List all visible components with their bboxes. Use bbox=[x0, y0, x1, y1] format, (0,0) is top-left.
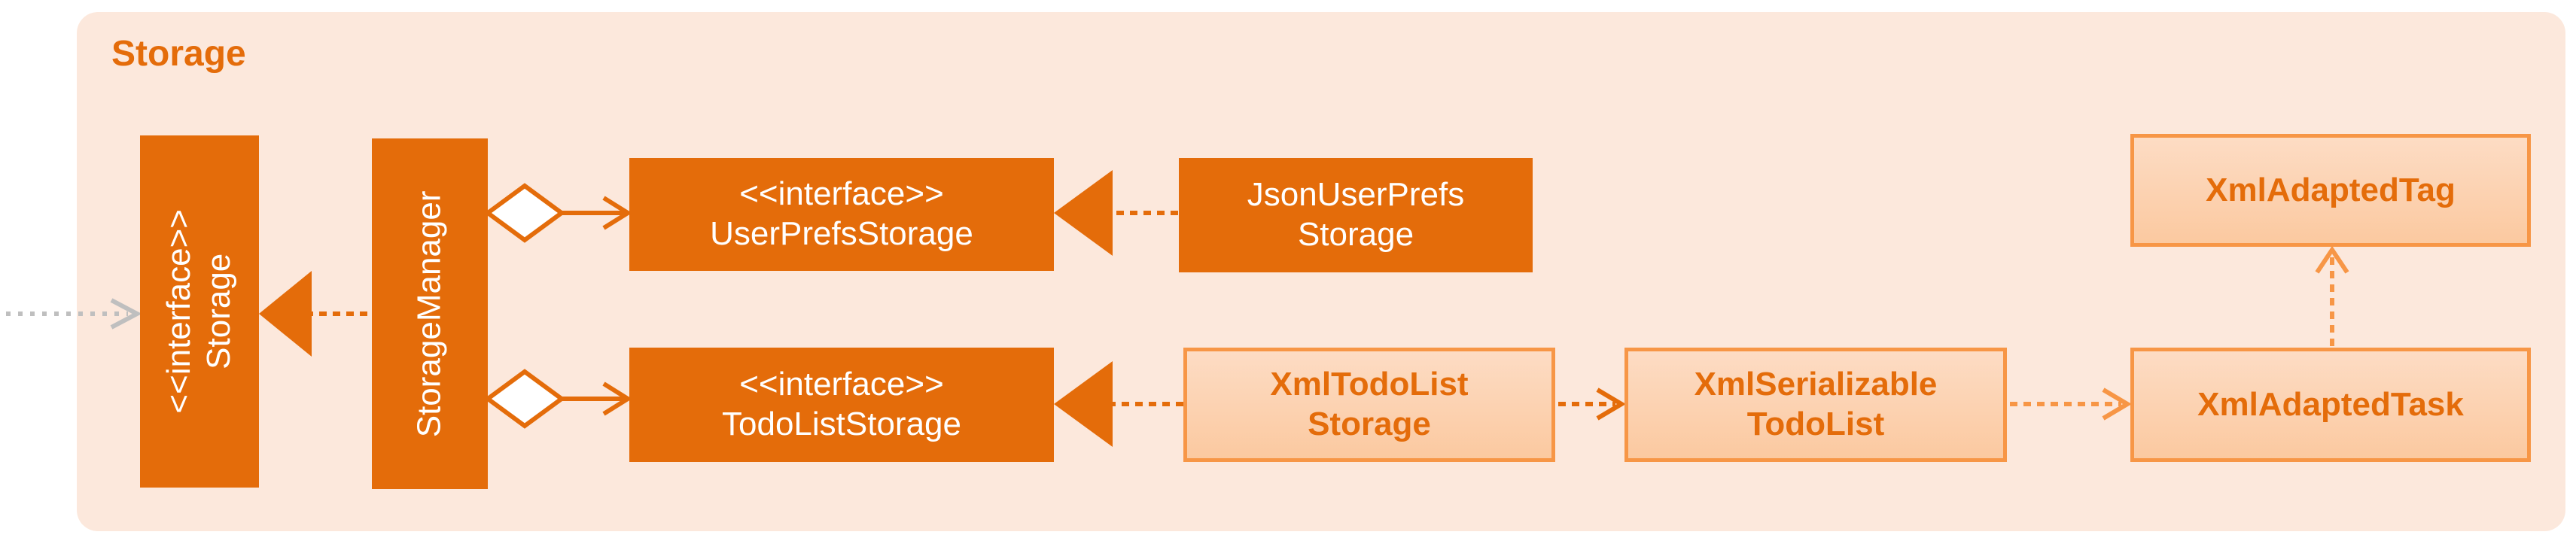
storage-interface-label: <<interface>> Storage bbox=[160, 209, 239, 414]
json-userprefs-line2: Storage bbox=[1297, 216, 1414, 253]
xml-serializable-label: XmlSerializable TodoList bbox=[1694, 365, 1938, 445]
storage-interface-box[interactable]: <<interface>> Storage bbox=[140, 135, 259, 488]
xml-serializable-line1: XmlSerializable bbox=[1694, 366, 1938, 403]
realization-json-to-userprefs bbox=[1054, 170, 1178, 256]
xml-adapted-tag-name: XmlAdaptedTag bbox=[2206, 171, 2456, 208]
external-dependency-arrow bbox=[6, 298, 142, 330]
dependency-serializable-to-task bbox=[2010, 387, 2132, 421]
dependency-task-to-tag bbox=[2315, 245, 2349, 346]
storage-stereotype: <<interface>> bbox=[160, 209, 198, 414]
xml-todolist-label: XmlTodoList Storage bbox=[1270, 365, 1468, 445]
aggregation-manager-to-userprefs bbox=[483, 183, 632, 243]
json-userprefs-label: JsonUserPrefs Storage bbox=[1247, 175, 1465, 255]
realization-manager-to-storage bbox=[259, 271, 367, 357]
storage-manager-name: StorageManager bbox=[410, 190, 448, 437]
json-userprefs-storage-box[interactable]: JsonUserPrefs Storage bbox=[1179, 158, 1533, 272]
xml-adapted-task-name: XmlAdaptedTask bbox=[2197, 385, 2464, 423]
todolist-stereotype: <<interface>> bbox=[739, 366, 944, 403]
xml-adapted-task-box[interactable]: XmlAdaptedTask bbox=[2130, 348, 2531, 462]
userprefs-stereotype: <<interface>> bbox=[739, 175, 944, 213]
xml-serializable-todolist-box[interactable]: XmlSerializable TodoList bbox=[1624, 348, 2007, 462]
json-userprefs-line1: JsonUserPrefs bbox=[1247, 176, 1465, 214]
package-title: Storage bbox=[111, 34, 246, 74]
aggregation-manager-to-todolist bbox=[483, 369, 632, 429]
storage-name: Storage bbox=[200, 253, 238, 370]
dependency-xmlstorage-to-serializable bbox=[1558, 387, 1626, 421]
todolist-interface-label: <<interface>> TodoListStorage bbox=[722, 365, 961, 445]
userprefs-name: UserPrefsStorage bbox=[710, 215, 973, 252]
todolist-name: TodoListStorage bbox=[722, 406, 961, 442]
realization-xml-to-todolist bbox=[1054, 361, 1183, 447]
storage-manager-label: StorageManager bbox=[410, 190, 450, 437]
userprefs-interface-label: <<interface>> UserPrefsStorage bbox=[710, 175, 973, 254]
xml-todolist-storage-box[interactable]: XmlTodoList Storage bbox=[1183, 348, 1555, 462]
xml-adapted-tag-box[interactable]: XmlAdaptedTag bbox=[2130, 134, 2531, 247]
xml-todolist-line2: Storage bbox=[1308, 406, 1431, 442]
userprefs-interface-box[interactable]: <<interface>> UserPrefsStorage bbox=[629, 158, 1054, 271]
xml-todolist-line1: XmlTodoList bbox=[1270, 366, 1469, 403]
storage-manager-box[interactable]: StorageManager bbox=[372, 138, 488, 489]
todolist-interface-box[interactable]: <<interface>> TodoListStorage bbox=[629, 348, 1054, 462]
xml-serializable-line2: TodoList bbox=[1746, 406, 1885, 442]
